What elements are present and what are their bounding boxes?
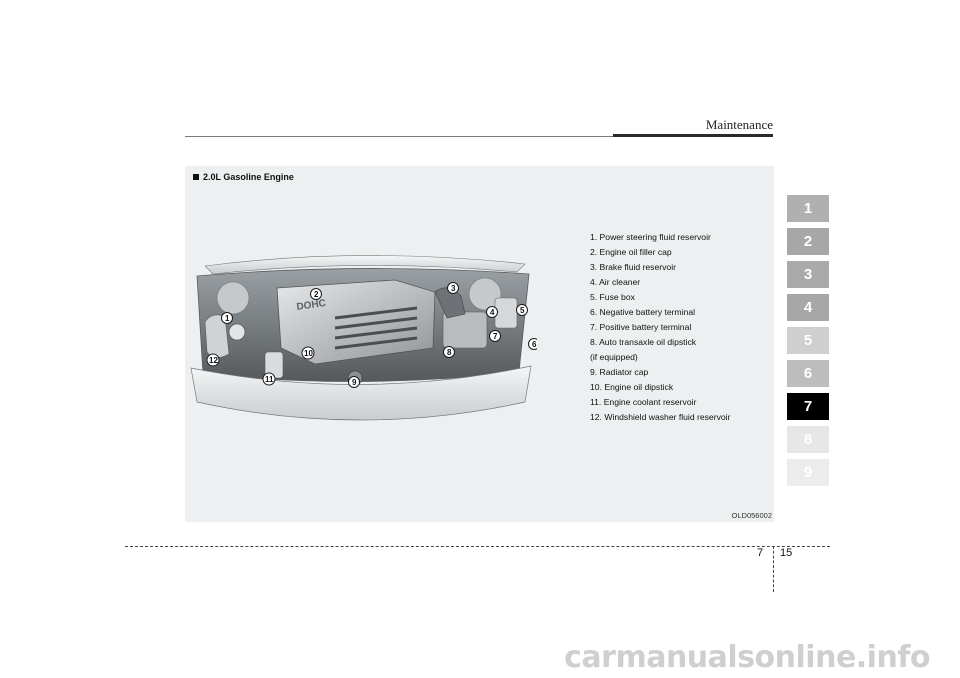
air-cleaner <box>442 311 488 349</box>
callout-9: 9 <box>348 376 360 388</box>
callout-3: 3 <box>447 282 459 294</box>
engine-bay-illustration: DOHC 1 2 3 4 5 6 7 8 9 10 11 12 <box>190 255 537 421</box>
figure-heading-text: 2.0L Gasoline Engine <box>203 172 294 182</box>
svg-text:5: 5 <box>520 306 525 315</box>
page-chapter: 7 <box>757 547 764 559</box>
legend-item: 7. Positive battery terminal <box>590 322 692 332</box>
square-bullet-icon <box>193 174 199 180</box>
chapter-tabs: 1 2 3 4 5 6 7 8 9 <box>787 195 829 492</box>
legend-item: 9. Radiator cap <box>590 367 649 377</box>
callout-10: 10 <box>301 346 315 360</box>
page-number: 15 <box>780 547 793 559</box>
callout-8: 8 <box>443 346 455 358</box>
chapter-tab-7[interactable]: 7 <box>787 393 829 420</box>
front-bumper <box>190 365 532 421</box>
header-rule-thin <box>185 136 613 137</box>
callout-12: 12 <box>206 353 220 367</box>
svg-text:2: 2 <box>314 290 319 299</box>
legend-item: 6. Negative battery terminal <box>590 307 696 317</box>
legend-item: 3. Brake fluid reservoir <box>590 262 676 272</box>
steering-fluid-reservoir <box>228 323 246 341</box>
svg-text:12: 12 <box>209 356 218 365</box>
legend-item: 11. Engine coolant reservoir <box>590 397 697 407</box>
hood-edge <box>204 255 526 275</box>
svg-text:7: 7 <box>493 332 498 341</box>
svg-text:11: 11 <box>265 375 274 384</box>
legend-item: 10. Engine oil dipstick <box>590 382 674 392</box>
legend-item: 8. Auto transaxle oil dipstick (if equip… <box>590 337 697 362</box>
watermark: carmanualsonline.info <box>564 640 930 675</box>
header-rule-thick <box>613 134 773 137</box>
chapter-tab-2[interactable]: 2 <box>787 228 829 255</box>
callout-4: 4 <box>486 306 498 318</box>
svg-text:9: 9 <box>352 378 357 387</box>
chapter-tab-8[interactable]: 8 <box>787 426 829 453</box>
legend-item: 5. Fuse box <box>590 292 635 302</box>
legend-item: 2. Engine oil filler cap <box>590 247 672 257</box>
fuse-box <box>494 297 518 329</box>
svg-text:3: 3 <box>451 284 456 293</box>
chapter-tab-6[interactable]: 6 <box>787 360 829 387</box>
chapter-tab-1[interactable]: 1 <box>787 195 829 222</box>
callout-7: 7 <box>489 330 501 342</box>
legend-item: 12. Windshield washer fluid reservoir <box>590 412 731 422</box>
right-strut-tower <box>468 277 502 311</box>
component-legend: 1. Power steering fluid reservoir 2. Eng… <box>590 230 730 425</box>
callout-11: 11 <box>262 372 276 386</box>
svg-text:10: 10 <box>304 349 313 358</box>
section-title: Maintenance <box>705 117 773 132</box>
chapter-tab-4[interactable]: 4 <box>787 294 829 321</box>
svg-text:8: 8 <box>447 348 452 357</box>
legend-item: 1. Power steering fluid reservoir <box>590 232 711 242</box>
engine-cover <box>276 279 436 365</box>
callout-6: 6 <box>528 338 537 350</box>
svg-text:1: 1 <box>225 314 230 323</box>
image-code: OLD056002 <box>731 511 772 520</box>
legend-item: 4. Air cleaner <box>590 277 641 287</box>
left-strut-tower <box>216 281 250 315</box>
callout-1: 1 <box>221 312 233 324</box>
figure-heading: 2.0L Gasoline Engine <box>193 172 294 182</box>
chapter-tab-3[interactable]: 3 <box>787 261 829 288</box>
engine-cover-text: DOHC <box>296 298 327 313</box>
svg-text:6: 6 <box>532 340 537 349</box>
footer-dashed-rule <box>125 546 830 547</box>
cover-ribs <box>334 306 418 350</box>
figure-panel: 2.0L Gasoline Engine DOHC 1 <box>185 166 774 522</box>
chapter-tab-9[interactable]: 9 <box>787 459 829 486</box>
callout-2: 2 <box>310 288 322 300</box>
svg-text:4: 4 <box>490 308 495 317</box>
callout-5: 5 <box>516 304 528 316</box>
chapter-tab-5[interactable]: 5 <box>787 327 829 354</box>
footer-dashed-divider <box>773 546 774 592</box>
